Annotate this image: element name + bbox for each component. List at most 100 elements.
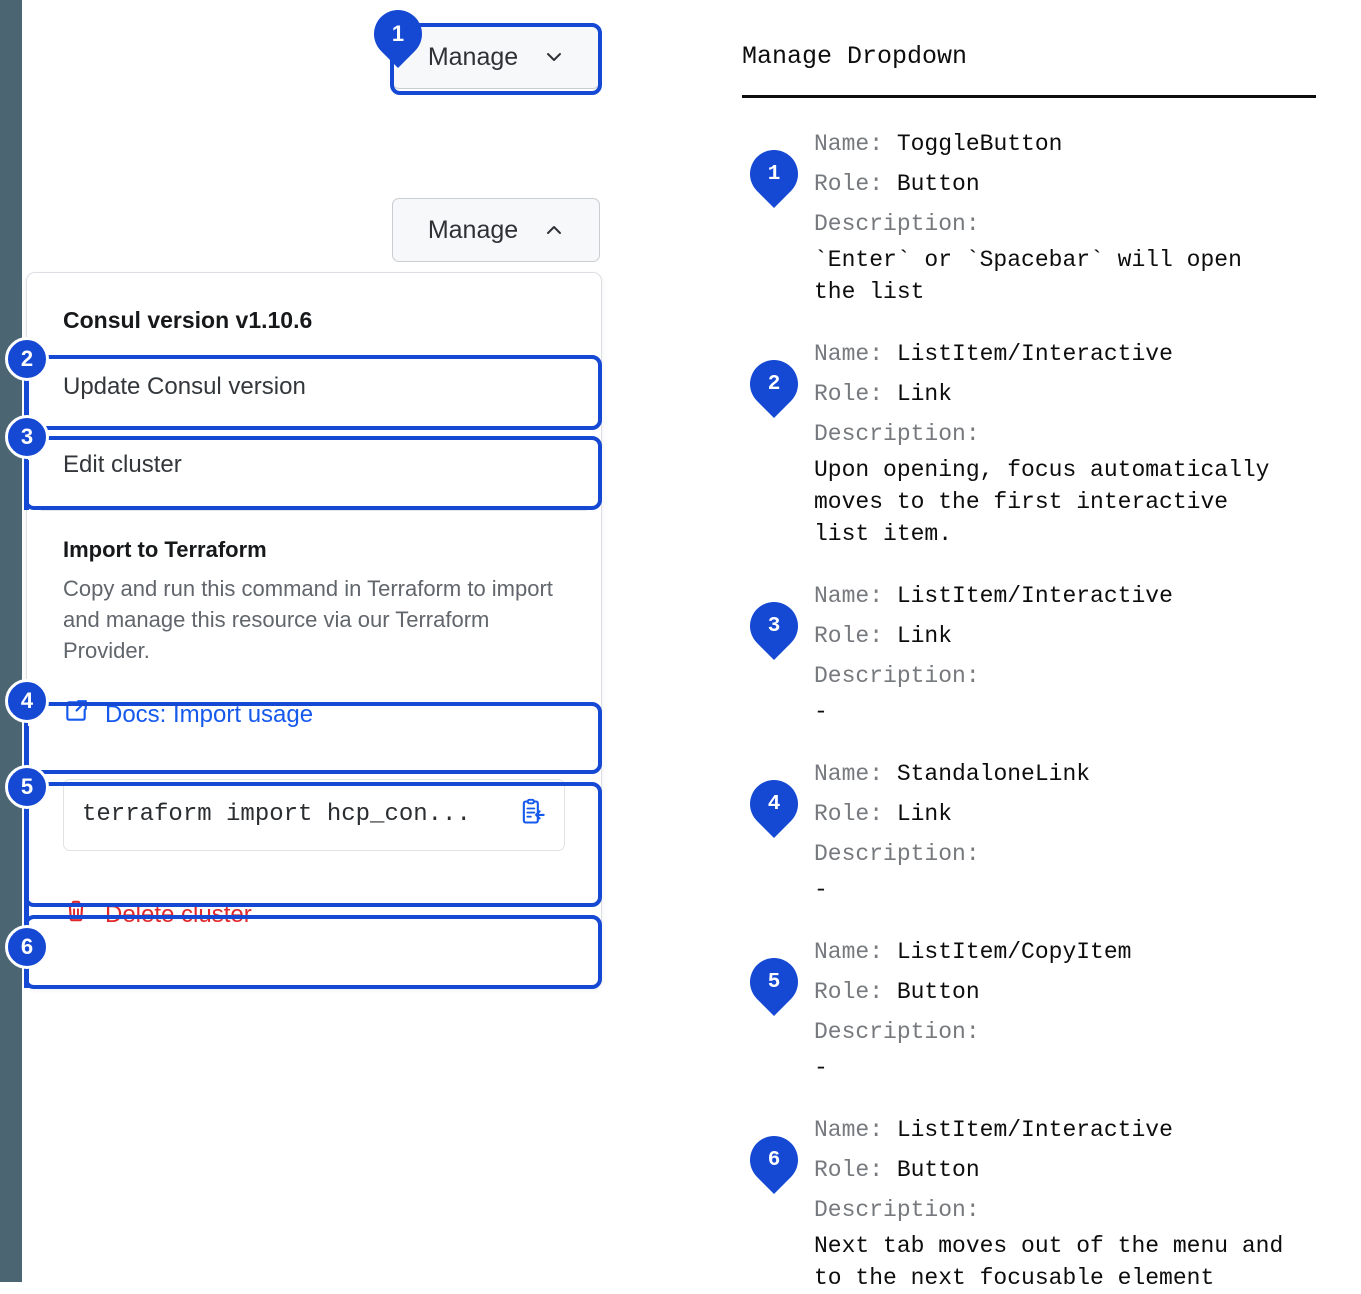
marker-connector-3-tail: [24, 460, 29, 510]
legend-value-role: Button: [896, 171, 980, 197]
legend-entry-body: Name: ListItem/Interactive Role: Link De…: [796, 576, 1342, 728]
trash-icon: [63, 898, 89, 931]
dropdown-item-update-consul-version[interactable]: Update Consul version: [27, 348, 601, 426]
copy-clipboard-icon[interactable]: [518, 798, 546, 831]
manage-toggle-button-closed[interactable]: Manage: [392, 25, 600, 89]
legend-value-name: ToggleButton: [896, 131, 1063, 157]
marker-badge-6: 6: [5, 925, 49, 969]
legend-entry: 5 Name: ListItem/CopyItem Role: Button D…: [740, 932, 1342, 1084]
legend-label-description: Description:: [814, 663, 980, 689]
manage-toggle-label-open: Manage: [427, 215, 519, 244]
legend-badge-3-label: 3: [767, 614, 781, 638]
legend-value-role: Link: [896, 381, 953, 407]
legend-badge-6: 6: [740, 1126, 808, 1194]
legend-entry-body: Name: ListItem/Interactive Role: Link De…: [796, 334, 1342, 550]
legend-entry-body: Name: ListItem/Interactive Role: Button …: [796, 1110, 1342, 1294]
legend-badge-2: 2: [740, 350, 808, 418]
marker-badge-4-label: 4: [20, 688, 34, 713]
legend-value-name: ListItem/Interactive: [896, 341, 1173, 367]
chevron-up-icon: [544, 220, 564, 240]
docs-import-usage-label: Docs: Import usage: [105, 700, 314, 728]
legend-value-role: Link: [896, 801, 953, 827]
legend-badge-3: 3: [740, 592, 808, 660]
legend-entry: 4 Name: StandaloneLink Role: Link Descri…: [740, 754, 1342, 906]
marker-badge-6-label: 6: [20, 934, 34, 959]
legend-badge-4-label: 4: [767, 792, 781, 816]
annotated-ui-preview: Manage Manage Consul version v1.10.6 Upd…: [5, 0, 602, 989]
legend-panel: Manage Dropdown 1 Name: ToggleButton Rol…: [740, 0, 1342, 1291]
import-to-terraform-title: Import to Terraform: [63, 537, 267, 562]
legend-badge-6-label: 6: [767, 1148, 781, 1172]
legend-value-role: Link: [896, 623, 953, 649]
terraform-command-copy-item[interactable]: terraform import hcp_con...: [63, 778, 565, 851]
legend-label-role: Role:: [814, 171, 884, 197]
chevron-down-icon: [544, 47, 564, 67]
marker-badge-3-label: 3: [20, 424, 34, 449]
legend-label-role: Role:: [814, 623, 884, 649]
marker-connector-5-6: [24, 808, 29, 938]
legend-entry: 3 Name: ListItem/Interactive Role: Link …: [740, 576, 1342, 728]
legend-label-description: Description:: [814, 1019, 980, 1045]
legend-badge-1-label: 1: [767, 162, 781, 186]
legend-value-role: Button: [896, 1157, 980, 1183]
legend-label-name: Name:: [814, 1117, 884, 1143]
legend-value-description: Next tab moves out of the menu and to th…: [814, 1233, 1284, 1291]
legend-value-name: StandaloneLink: [896, 761, 1091, 787]
legend-entry: 2 Name: ListItem/Interactive Role: Link …: [740, 334, 1342, 550]
legend-entry-body: Name: StandaloneLink Role: Link Descript…: [796, 754, 1342, 906]
legend-value-name: ListItem/CopyItem: [896, 939, 1132, 965]
legend-badge-2-label: 2: [767, 372, 781, 396]
legend-value-description: `Enter` or `Spacebar` will open the list: [814, 247, 1242, 305]
import-to-terraform-description: Copy and run this command in Terraform t…: [63, 576, 553, 664]
update-consul-version-label: Update Consul version: [63, 373, 306, 400]
terraform-command-text: terraform import hcp_con...: [82, 801, 471, 829]
legend-label-role: Role:: [814, 979, 884, 1005]
legend-value-description: -: [814, 1055, 828, 1081]
marker-badge-5: 5: [5, 765, 49, 809]
dropdown-version-header: Consul version v1.10.6: [63, 307, 313, 333]
legend-label-name: Name:: [814, 761, 884, 787]
legend-label-description: Description:: [814, 211, 980, 237]
manage-toggle-button-open[interactable]: Manage: [392, 198, 600, 262]
legend-entry: 6 Name: ListItem/Interactive Role: Butto…: [740, 1110, 1342, 1294]
legend-label-name: Name:: [814, 583, 884, 609]
terraform-command-wrapper: terraform import hcp_con...: [27, 751, 601, 851]
legend-entry-body: Name: ListItem/CopyItem Role: Button Des…: [796, 932, 1342, 1084]
external-link-icon: [63, 698, 89, 731]
manage-toggle-label: Manage: [427, 42, 519, 71]
legend-label-description: Description:: [814, 841, 980, 867]
legend-value-role: Button: [896, 979, 980, 1005]
dropdown-divider: [41, 510, 587, 511]
legend-value-description: -: [814, 877, 828, 903]
legend-badge-5: 5: [740, 948, 808, 1016]
legend-label-role: Role:: [814, 381, 884, 407]
legend-badge-4: 4: [740, 770, 808, 838]
dropdown-item-docs-import-usage[interactable]: Docs: Import usage: [27, 679, 601, 751]
legend-entry-body: Name: ToggleButton Role: Button Descript…: [796, 124, 1342, 308]
legend-value-name: ListItem/Interactive: [896, 1117, 1173, 1143]
legend-label-description: Description:: [814, 421, 980, 447]
legend-label-name: Name:: [814, 131, 884, 157]
edit-cluster-label: Edit cluster: [63, 451, 182, 478]
legend-entry: 1 Name: ToggleButton Role: Button Descri…: [740, 124, 1342, 308]
legend-label-name: Name:: [814, 341, 884, 367]
legend-badge-1: 1: [740, 140, 808, 208]
manage-dropdown-panel: Consul version v1.10.6 Update Consul ver…: [26, 272, 602, 988]
marker-badge-2-label: 2: [20, 346, 34, 371]
legend-badge-5-label: 5: [767, 970, 781, 994]
dropdown-item-delete-cluster[interactable]: Delete cluster: [27, 877, 601, 953]
legend-label-role: Role:: [814, 1157, 884, 1183]
legend-title: Manage Dropdown: [742, 42, 968, 71]
marker-badge-4: 4: [5, 679, 49, 723]
legend-value-description: Upon opening, focus automatically moves …: [814, 457, 1270, 547]
legend-value-description: -: [814, 699, 828, 725]
dropdown-item-edit-cluster[interactable]: Edit cluster: [27, 426, 601, 504]
delete-cluster-label: Delete cluster: [105, 900, 252, 928]
marker-badge-5-label: 5: [20, 774, 34, 799]
marker-badge-1-label: 1: [391, 21, 405, 46]
legend-label-role: Role:: [814, 801, 884, 827]
marker-badge-1: 1: [364, 0, 432, 68]
legend-label-name: Name:: [814, 939, 884, 965]
legend-rule: [742, 95, 1316, 98]
marker-badge-3: 3: [5, 415, 49, 459]
